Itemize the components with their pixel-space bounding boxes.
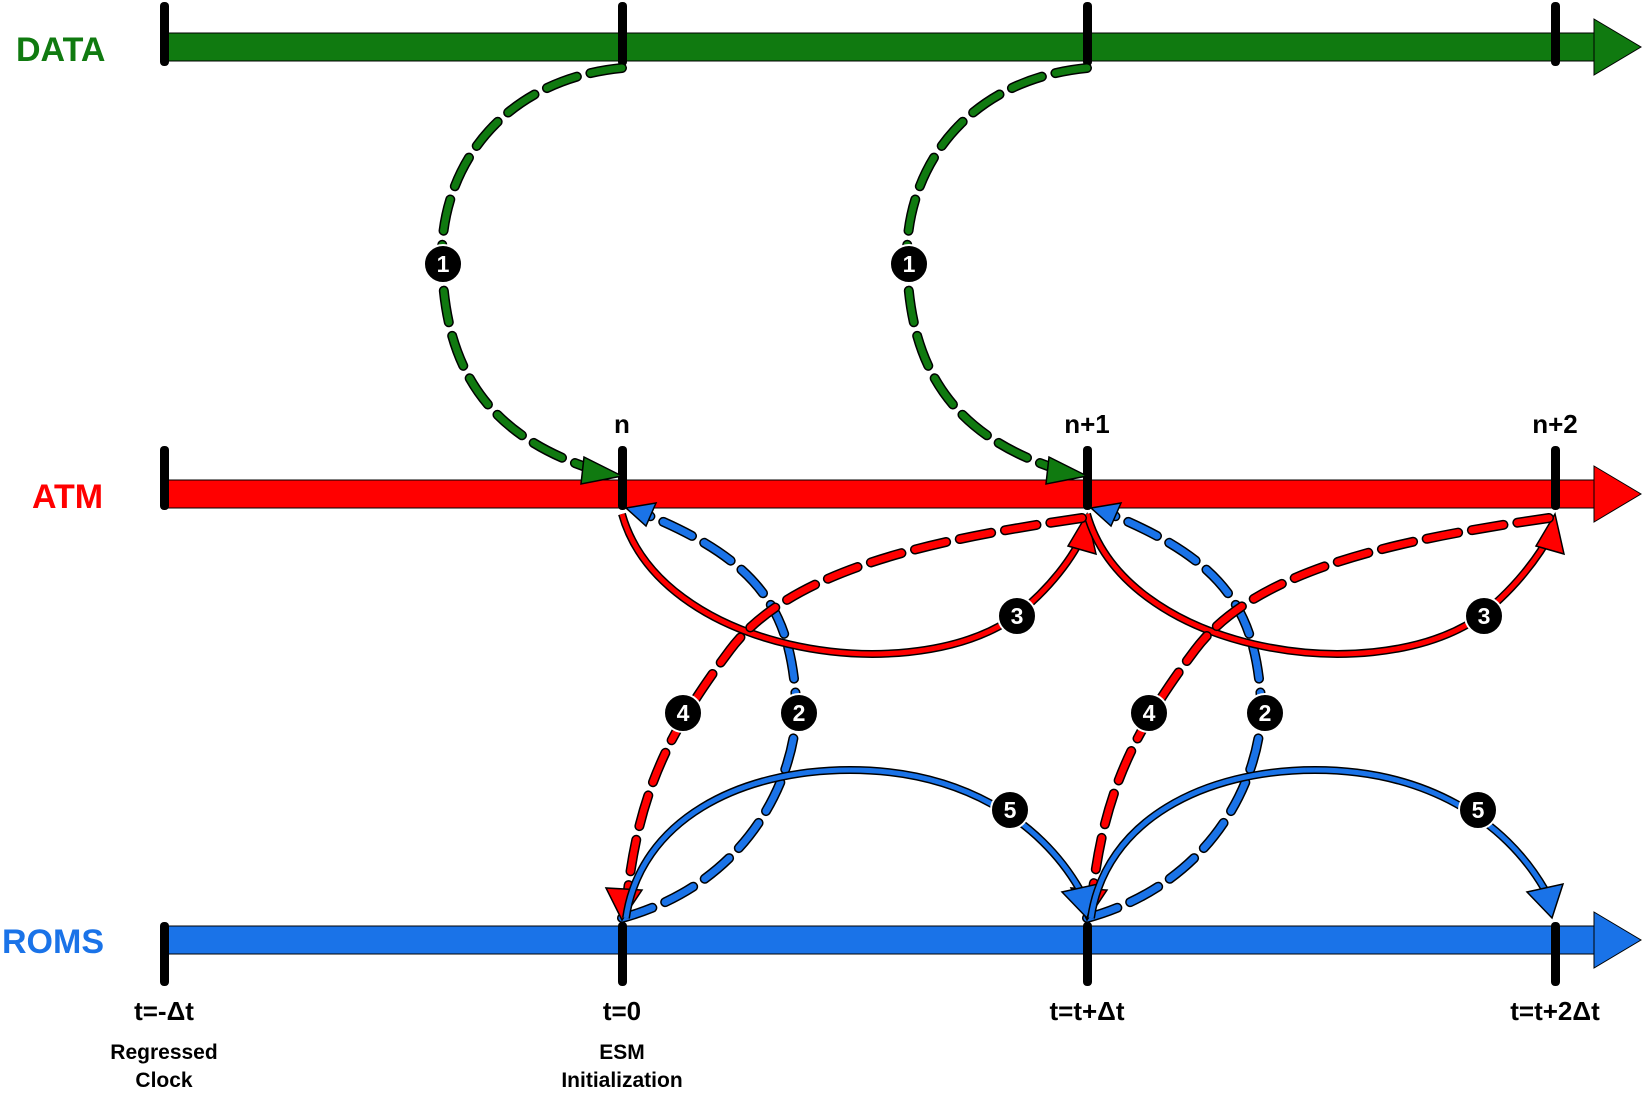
atm-tick-label-n: n bbox=[614, 409, 630, 439]
note-regressed-line1: Regressed bbox=[110, 1041, 217, 1064]
step-badge-3-text: 3 bbox=[1478, 603, 1491, 629]
step-5-arrows bbox=[622, 765, 1565, 920]
atm-track-label: ATM bbox=[32, 478, 103, 516]
note-esm-line1: ESM bbox=[599, 1041, 645, 1064]
arrowhead-blue bbox=[1525, 882, 1565, 920]
step-badge-1: 1 bbox=[889, 244, 929, 284]
roms-track: ROMS bbox=[2, 911, 1642, 986]
step-badge-4-text: 4 bbox=[677, 700, 690, 726]
arrow-data-to-atm-n1-fill bbox=[903, 64, 1091, 479]
step-badge-1-text: 1 bbox=[903, 251, 916, 277]
roms-tick bbox=[160, 922, 169, 986]
atm-tick bbox=[160, 446, 169, 510]
step-badge-1-text: 1 bbox=[437, 251, 450, 277]
roms-bar-arrowhead bbox=[1593, 911, 1642, 969]
step-badge-3: 3 bbox=[997, 596, 1037, 636]
step-badge-2-text: 2 bbox=[793, 700, 806, 726]
arrowhead-blue bbox=[624, 502, 658, 528]
atm-tick-label-n1: n+1 bbox=[1064, 409, 1110, 439]
arrow-atm-to-roms-t0-fill bbox=[624, 514, 1086, 894]
step-badge-5: 5 bbox=[990, 790, 1030, 830]
arrow-atm-to-roms-t1-fill bbox=[1089, 514, 1553, 894]
note-esm-line2: Initialization bbox=[561, 1069, 682, 1092]
atm-bar bbox=[163, 479, 1597, 509]
data-track: DATA bbox=[16, 2, 1642, 76]
data-track-label: DATA bbox=[16, 31, 105, 69]
roms-tick bbox=[1551, 922, 1560, 986]
data-tick bbox=[1551, 2, 1560, 66]
step-badge-3: 3 bbox=[1464, 596, 1504, 636]
data-bar bbox=[163, 32, 1597, 62]
step-badge-5: 5 bbox=[1458, 790, 1498, 830]
arrowhead-red bbox=[1534, 511, 1566, 556]
roms-bar bbox=[163, 925, 1597, 955]
time-label-plus-dt: t=t+Δt bbox=[1049, 996, 1124, 1026]
arrow-roms-t1-to-t2-fill bbox=[1088, 767, 1548, 919]
step-4-arrows bbox=[604, 513, 1554, 922]
arrowhead-green bbox=[580, 455, 625, 485]
step-badge-2: 2 bbox=[779, 693, 819, 733]
step-badges: 1 1 3 3 4 2 4 2 bbox=[423, 244, 1504, 830]
time-label-plus-2dt: t=t+2Δt bbox=[1510, 996, 1600, 1026]
step-badge-1: 1 bbox=[423, 244, 463, 284]
atm-tick-label-n2: n+2 bbox=[1532, 409, 1578, 439]
time-axis-labels: t=-Δt t=0 t=t+Δt t=t+2Δt Regressed Clock… bbox=[110, 996, 1600, 1092]
data-tick bbox=[618, 2, 627, 66]
step-badge-4: 4 bbox=[663, 693, 703, 733]
atm-tick bbox=[618, 446, 627, 510]
atm-track: ATM n n+1 n+2 bbox=[32, 409, 1642, 523]
step-badge-4-text: 4 bbox=[1143, 700, 1156, 726]
arrow-data-to-atm-n1 bbox=[901, 63, 1092, 480]
arrow-atm-n1-to-n2-fill bbox=[1084, 513, 1556, 657]
step-1-arrows bbox=[436, 63, 1092, 485]
atm-tick bbox=[1083, 446, 1092, 510]
step-3-arrows bbox=[618, 511, 1566, 658]
atm-bar-arrowhead bbox=[1593, 465, 1642, 523]
time-label-minus-dt: t=-Δt bbox=[134, 996, 194, 1026]
arrow-atm-n-to-n1-fill bbox=[619, 513, 1088, 657]
step-badge-4: 4 bbox=[1129, 693, 1169, 733]
data-tick bbox=[160, 2, 169, 66]
arrowhead-green bbox=[1045, 455, 1090, 485]
arrow-data-to-atm-n-fill bbox=[438, 64, 626, 479]
step-badge-5-text: 5 bbox=[1004, 797, 1017, 823]
step-badge-5-text: 5 bbox=[1472, 797, 1485, 823]
data-tick bbox=[1083, 2, 1092, 66]
time-label-zero: t=0 bbox=[603, 996, 641, 1026]
step-badge-2-text: 2 bbox=[1259, 700, 1272, 726]
arrow-data-to-atm-n bbox=[436, 63, 627, 480]
step-badge-2: 2 bbox=[1245, 693, 1285, 733]
data-bar-arrowhead bbox=[1593, 18, 1642, 76]
roms-tick bbox=[1083, 922, 1092, 986]
roms-track-label: ROMS bbox=[2, 923, 104, 961]
note-regressed-line2: Clock bbox=[135, 1069, 193, 1092]
arrow-roms-t0-to-t1-fill bbox=[623, 767, 1083, 919]
roms-tick bbox=[618, 922, 627, 986]
atm-tick bbox=[1551, 446, 1560, 510]
step-badge-3-text: 3 bbox=[1011, 603, 1024, 629]
arrowhead-blue bbox=[1089, 502, 1123, 528]
